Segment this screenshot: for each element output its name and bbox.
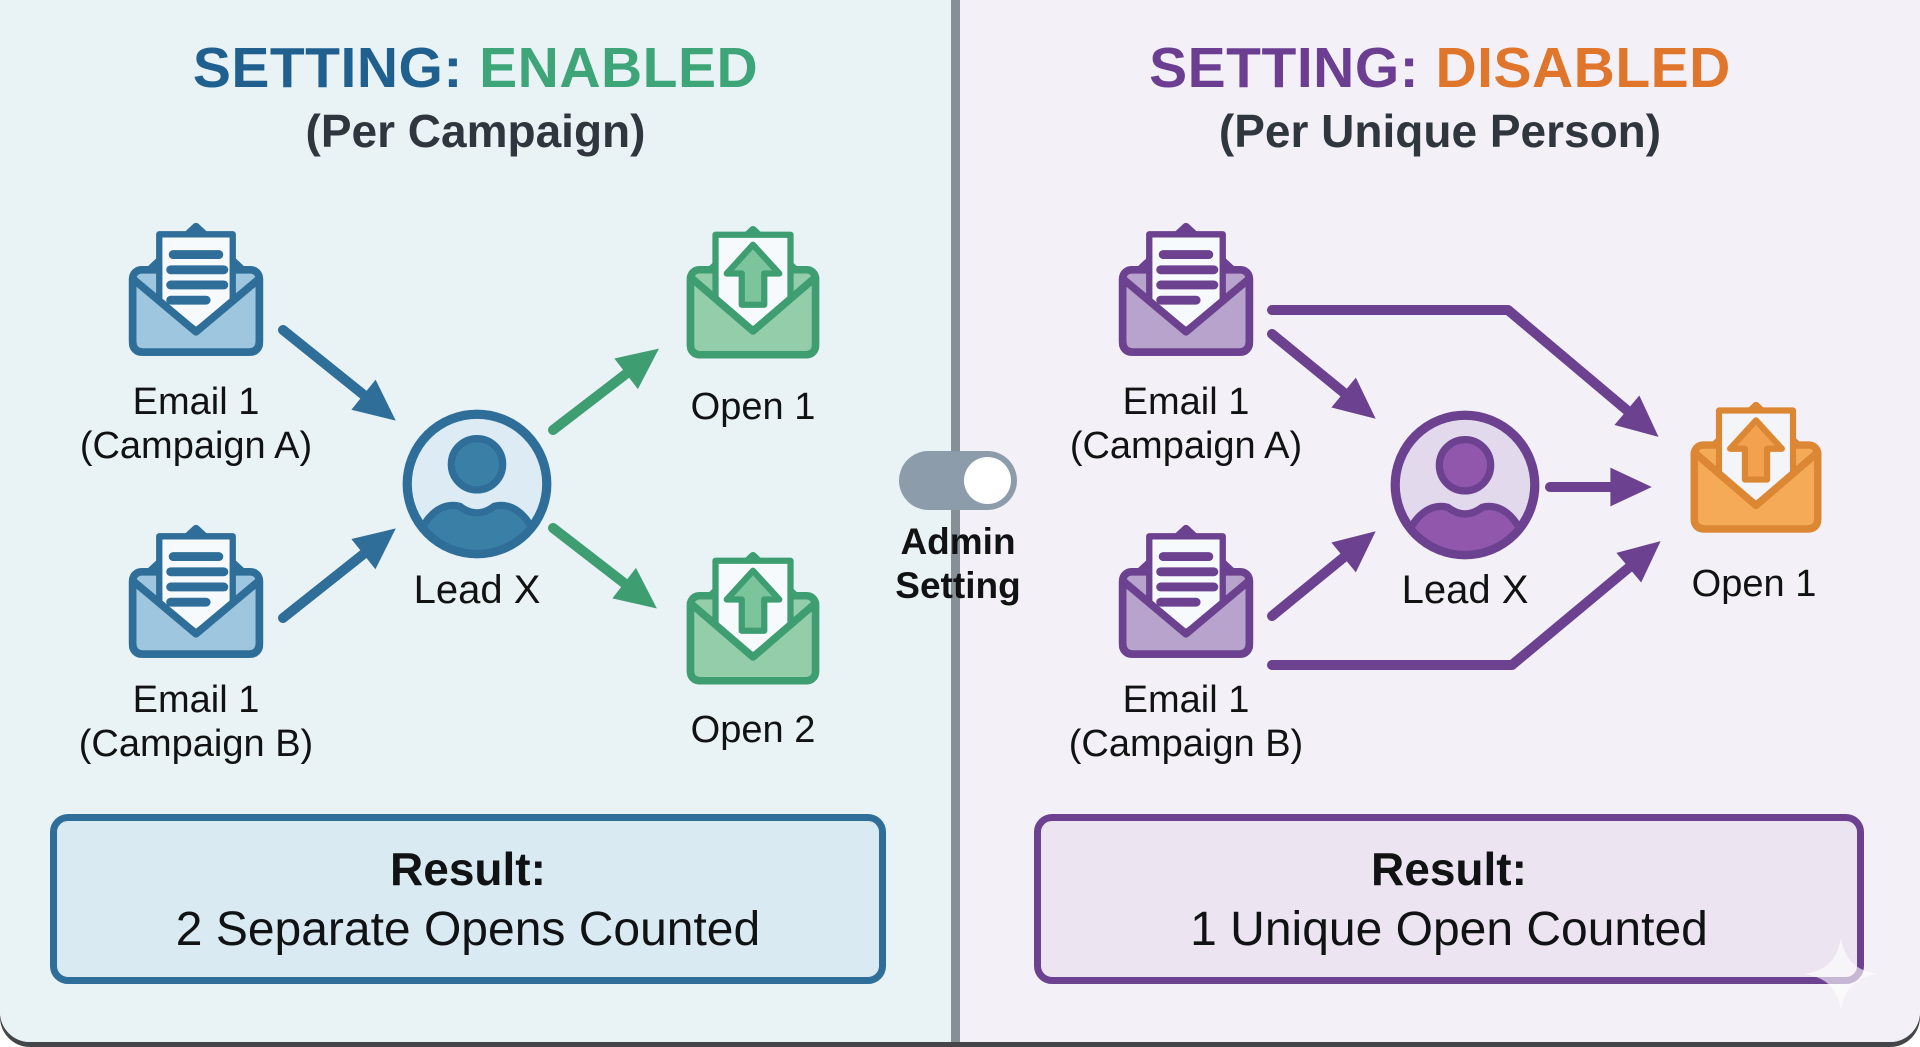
left-title-value: ENABLED — [479, 36, 759, 100]
admin-label-line1: Admin — [900, 521, 1016, 562]
email-letter-icon — [120, 512, 272, 667]
admin-label-line2: Setting — [895, 565, 1021, 606]
left-title-label: SETTING: — [192, 36, 463, 100]
lead-person-icon — [398, 405, 556, 563]
right-panel-subtitle: (Per Unique Person) — [1218, 105, 1662, 157]
email-letter-icon — [120, 210, 272, 365]
open-envelope-icon — [678, 538, 828, 696]
email-b-line2: (Campaign B) — [78, 723, 314, 765]
email-a-line1: Email 1 — [1122, 381, 1250, 423]
open-1-label: Open 1 — [690, 386, 816, 428]
left-result-title: Result: — [390, 842, 546, 895]
left-result-box: Result: 2 Separate Opens Counted — [50, 814, 886, 984]
email-a-line2: (Campaign A) — [1069, 425, 1303, 467]
right-panel-disabled: SETTING: DISABLED (Per Unique Person) Em… — [960, 0, 1920, 1042]
lead-person-icon — [1386, 406, 1544, 564]
open-envelope-icon — [1682, 388, 1830, 544]
open-2-label: Open 2 — [690, 709, 816, 751]
open-1-label: Open 1 — [1691, 563, 1817, 605]
email-campaign-b-label: Email 1 (Campaign B) — [26, 678, 366, 766]
right-title-value: DISABLED — [1435, 36, 1731, 100]
left-panel-title: SETTING: ENABLED — [0, 36, 951, 100]
sparkle-icon — [1805, 938, 1877, 1010]
left-panel-enabled: SETTING: ENABLED (Per Campaign) Email 1 … — [0, 0, 951, 1042]
email-campaign-a-label: Email 1 (Campaign A) — [26, 380, 366, 468]
email-letter-icon — [1110, 210, 1262, 365]
right-result-box: Result: 1 Unique Open Counted — [1034, 814, 1864, 984]
left-result-text: 2 Separate Opens Counted — [175, 902, 761, 956]
admin-setting-toggle[interactable] — [899, 451, 1017, 510]
email-b-line1: Email 1 — [132, 679, 260, 721]
lead-x-label: Lead X — [413, 568, 541, 612]
email-campaign-b-label: Email 1 (Campaign B) — [1016, 678, 1356, 766]
left-panel-subtitle: (Per Campaign) — [305, 105, 646, 157]
admin-setting-label: Admin Setting — [858, 520, 1058, 608]
email-b-line1: Email 1 — [1122, 679, 1250, 721]
right-result-title: Result: — [1371, 842, 1527, 895]
email-letter-icon — [1110, 512, 1262, 667]
toggle-knob[interactable] — [964, 457, 1011, 504]
email-a-line2: (Campaign A) — [79, 425, 313, 467]
email-campaign-a-label: Email 1 (Campaign A) — [1016, 380, 1356, 468]
email-b-line2: (Campaign B) — [1068, 723, 1304, 765]
email-a-line1: Email 1 — [132, 381, 260, 423]
right-title-label: SETTING: — [1149, 36, 1420, 100]
open-envelope-icon — [678, 212, 828, 370]
right-panel-title: SETTING: DISABLED — [960, 36, 1920, 100]
right-result-text: 1 Unique Open Counted — [1190, 902, 1708, 956]
panel-divider — [951, 0, 960, 1042]
